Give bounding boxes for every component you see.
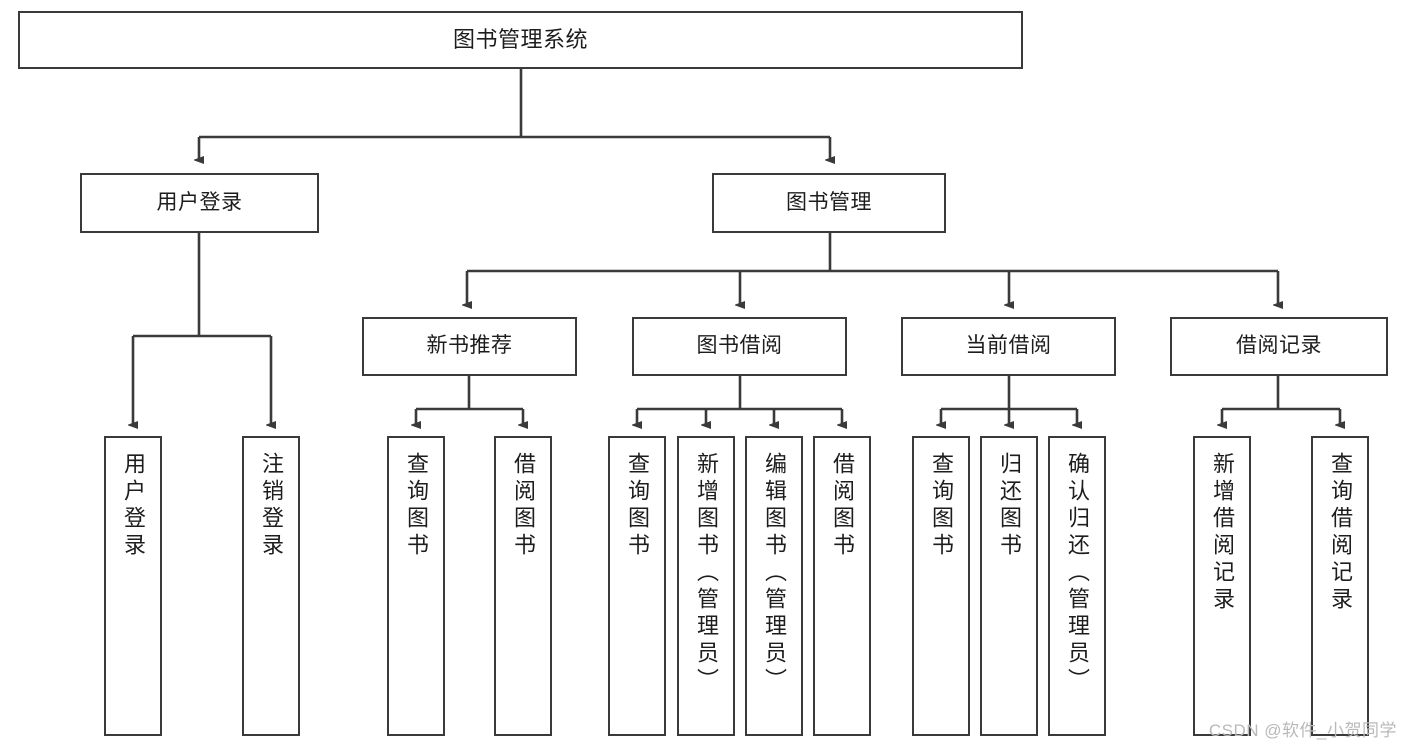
leaf-logout[interactable]: 注销登录 (242, 436, 300, 736)
node-current-borrow-label: 当前借阅 (965, 334, 1052, 358)
node-book-borrow-label: 图书借阅 (696, 334, 783, 358)
leaf-user-login[interactable]: 用户登录 (104, 436, 162, 736)
leaf-confirm-return[interactable]: 确认归还（管理员） (1048, 436, 1106, 736)
leaf-logout-label: 注销登录 (259, 452, 284, 560)
leaf-query-book-2-label: 查询图书 (625, 452, 650, 560)
leaf-query-book-1[interactable]: 查询图书 (387, 436, 445, 736)
node-book-manage[interactable]: 图书管理 (712, 173, 946, 233)
node-borrow-record[interactable]: 借阅记录 (1170, 317, 1388, 376)
leaf-query-book-2[interactable]: 查询图书 (608, 436, 666, 736)
csdn-watermark: CSDN @软件_小贺同学 (1208, 721, 1397, 740)
leaf-confirm-return-label: 确认归还（管理员） (1065, 452, 1090, 695)
node-new-book-recommend-label: 新书推荐 (426, 334, 513, 358)
leaf-query-book-3[interactable]: 查询图书 (912, 436, 970, 736)
node-book-manage-label: 图书管理 (786, 190, 872, 214)
leaf-return-book-label: 归还图书 (997, 452, 1022, 560)
leaf-return-book[interactable]: 归还图书 (980, 436, 1038, 736)
leaf-borrow-book-1[interactable]: 借阅图书 (494, 436, 552, 736)
leaf-edit-book[interactable]: 编辑图书（管理员） (745, 436, 803, 736)
node-root[interactable]: 图书管理系统 (18, 11, 1023, 69)
leaf-edit-book-label: 编辑图书（管理员） (762, 452, 787, 695)
node-borrow-record-label: 借阅记录 (1236, 334, 1322, 358)
node-user-login-label: 用户登录 (156, 190, 243, 214)
leaf-query-borrow-record[interactable]: 查询借阅记录 (1311, 436, 1369, 736)
leaf-user-login-label: 用户登录 (121, 452, 146, 560)
leaf-add-borrow-record[interactable]: 新增借阅记录 (1193, 436, 1251, 736)
leaf-borrow-book-1-label: 借阅图书 (511, 452, 536, 560)
node-root-label: 图书管理系统 (452, 27, 588, 53)
leaf-add-borrow-record-label: 新增借阅记录 (1210, 452, 1235, 614)
leaf-add-book-label: 新增图书（管理员） (694, 452, 719, 695)
leaf-query-book-3-label: 查询图书 (929, 452, 954, 560)
leaf-query-borrow-record-label: 查询借阅记录 (1328, 452, 1353, 614)
leaf-borrow-book-2-label: 借阅图书 (830, 452, 855, 560)
leaf-add-book[interactable]: 新增图书（管理员） (677, 436, 735, 736)
node-new-book-recommend[interactable]: 新书推荐 (362, 317, 577, 376)
node-user-login[interactable]: 用户登录 (80, 173, 319, 233)
leaf-query-book-1-label: 查询图书 (404, 452, 429, 560)
leaf-borrow-book-2[interactable]: 借阅图书 (813, 436, 871, 736)
node-current-borrow[interactable]: 当前借阅 (901, 317, 1116, 376)
node-book-borrow[interactable]: 图书借阅 (632, 317, 847, 376)
